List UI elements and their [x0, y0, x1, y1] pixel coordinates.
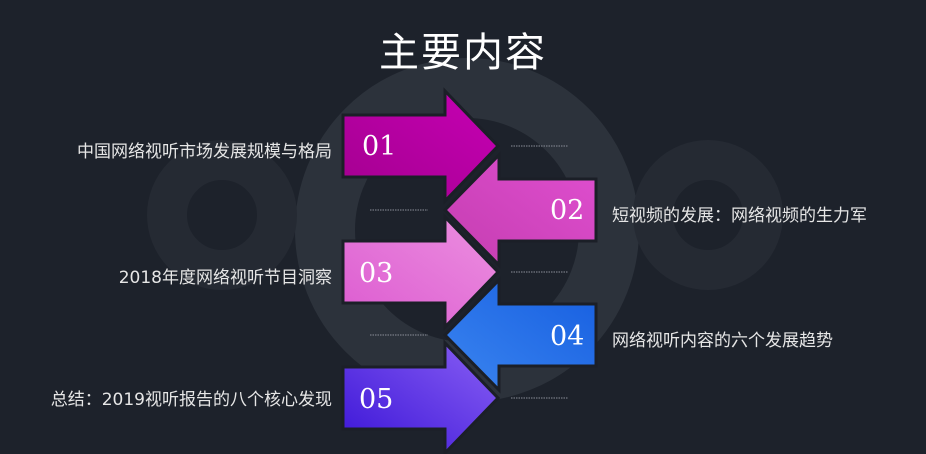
item-number-04: 04	[550, 321, 585, 352]
item-number-03: 03	[359, 258, 394, 289]
arrow-02	[442, 151, 598, 269]
arrow-04	[442, 276, 598, 394]
page-title: 主要内容	[379, 30, 547, 76]
bg-ring-right	[633, 140, 783, 290]
bg-ring-left	[147, 140, 297, 290]
item-number-01: 01	[362, 131, 397, 162]
item-label-03: 2018年度网络视听节目洞察	[118, 268, 332, 288]
item-label-04: 网络视听内容的六个发展趋势	[612, 331, 833, 351]
item-number-02: 02	[550, 195, 585, 226]
item-label-01: 中国网络视听市场发展规模与格局	[77, 142, 332, 162]
item-label-05: 总结：2019视听报告的八个核心发现	[50, 390, 332, 410]
arrow-03	[341, 213, 501, 331]
arrow-05	[341, 339, 501, 454]
item-label-02: 短视频的发展：网络视频的生力军	[612, 206, 867, 226]
arrow-01	[341, 87, 501, 205]
item-number-05: 05	[359, 384, 394, 415]
